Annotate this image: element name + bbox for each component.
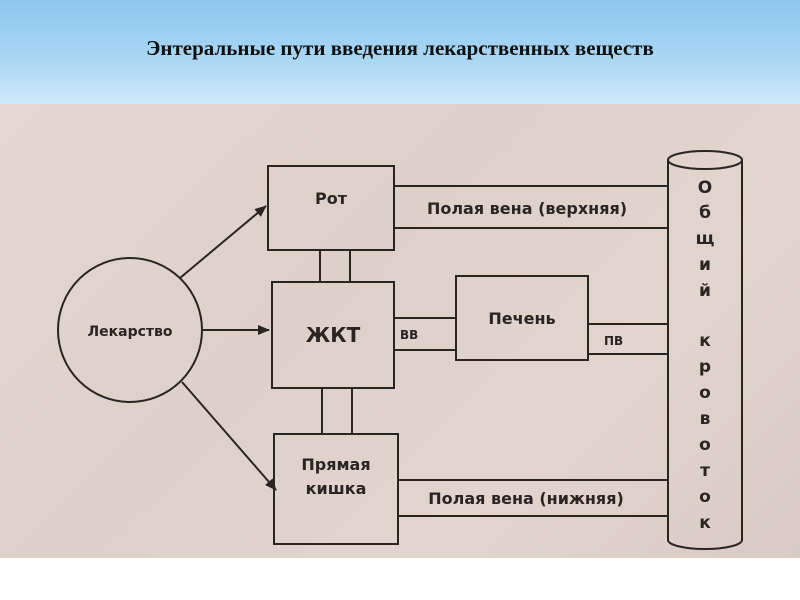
- rectum-label-line2: кишка: [306, 479, 367, 498]
- git-box: [271, 281, 395, 389]
- vena-upper-label: Полая вена (верхняя): [427, 199, 627, 218]
- vv-label: ВВ: [400, 328, 418, 342]
- liver-label: Печень: [488, 309, 555, 328]
- scanned-figure-background: [0, 104, 800, 558]
- rectum-label-line1: Прямая: [301, 455, 370, 474]
- circulation-letter: р: [699, 357, 711, 377]
- mouth-box: [267, 165, 395, 251]
- circulation-letter: щ: [696, 229, 715, 249]
- mouth-label: Рот: [315, 189, 348, 208]
- rectum-box: [273, 433, 399, 545]
- title-banner: Энтеральные пути введения лекарственных …: [0, 0, 800, 104]
- arrow-to-mouth: [179, 205, 267, 279]
- git-label: ЖКТ: [306, 323, 361, 347]
- vena-lower-label: Полая вена (нижняя): [428, 489, 624, 508]
- drug-label: Лекарство: [88, 324, 173, 340]
- circulation-letter: о: [699, 383, 711, 403]
- circulation-letter: б: [699, 203, 711, 223]
- circulation-letter: к: [699, 513, 711, 533]
- circulation-letter: о: [699, 487, 711, 507]
- circulation-letter: к: [699, 331, 711, 351]
- circulation-letter: о: [699, 435, 711, 455]
- circulation-letter: и: [699, 255, 711, 275]
- page-title: Энтеральные пути введения лекарственных …: [146, 36, 654, 60]
- drug-circle: [57, 257, 203, 403]
- circulation-letter: О: [698, 178, 712, 198]
- arrow-to-rectum: [181, 381, 277, 491]
- bottom-strip: [0, 558, 800, 600]
- circulation-letter: в: [700, 409, 711, 429]
- pv-label: ПВ: [604, 334, 623, 348]
- circulation-letter: т: [700, 461, 710, 481]
- cylinder-top: [667, 150, 743, 170]
- cylinder-bottom: [667, 539, 743, 550]
- circulation-letter: й: [699, 281, 711, 301]
